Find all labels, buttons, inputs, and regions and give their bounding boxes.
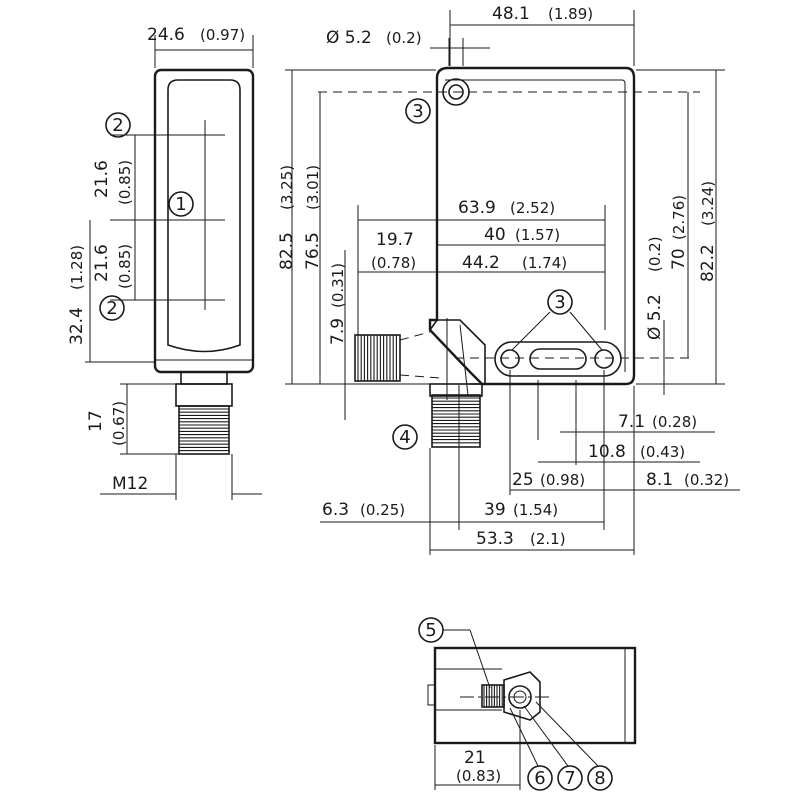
side-slot-dia-in: (0.2) <box>646 236 664 272</box>
side-top-width: 48.1 <box>492 4 530 24</box>
side-width-63-in: (2.52) <box>510 199 555 217</box>
front-connector-thread <box>178 405 230 455</box>
bottom-d-21-in: (0.83) <box>456 767 501 785</box>
side-d-108-in: (0.43) <box>640 443 685 461</box>
side-height-822: 82.2 <box>698 244 718 282</box>
front-housing <box>153 68 255 374</box>
callout-2-lower: 2 <box>99 295 125 321</box>
svg-text:3: 3 <box>412 101 423 122</box>
side-top-width-in: (1.89) <box>548 5 593 23</box>
front-spacing-lower-in: (0.85) <box>116 244 134 289</box>
front-spacing-lower: 21.6 <box>92 244 112 282</box>
callout-5: 5 <box>418 617 491 689</box>
callout-3-slot: 3 <box>511 289 603 351</box>
side-hole-dia-in: (0.2) <box>386 29 422 47</box>
side-width-44-in: (1.74) <box>522 254 567 272</box>
side-d-63: 6.3 <box>322 500 349 520</box>
svg-text:2: 2 <box>112 115 123 136</box>
side-d-39-in: (1.54) <box>513 501 558 519</box>
svg-text:8: 8 <box>594 768 605 789</box>
svg-text:6: 6 <box>534 768 545 789</box>
side-height-822-in: (3.24) <box>699 181 717 226</box>
svg-text:2: 2 <box>106 298 117 319</box>
side-height-70-in: (2.76) <box>670 195 688 240</box>
side-d-533: 53.3 <box>476 529 514 549</box>
side-d-81-in: (0.32) <box>684 471 729 489</box>
callout-4: 4 <box>392 424 418 450</box>
front-connector-length-in: (0.67) <box>110 401 128 446</box>
side-width-44: 44.2 <box>462 253 500 273</box>
side-d-533-in: (2.1) <box>530 530 566 548</box>
side-offset-79: 7.9 <box>328 318 348 345</box>
side-housing <box>428 66 636 386</box>
side-width-40-in: (1.57) <box>515 226 560 244</box>
front-center-to-base: 32.4 <box>67 307 87 345</box>
side-d-71: 7.1 <box>618 412 645 432</box>
callout-7: 7 <box>523 705 583 791</box>
front-thread-label: M12 <box>112 474 148 494</box>
callout-3-top: 3 <box>405 98 431 124</box>
side-height-hole: 76.5 <box>303 232 323 270</box>
side-width-63: 63.9 <box>458 198 496 218</box>
side-d-81: 8.1 <box>646 470 673 490</box>
side-height-total-in: (3.25) <box>278 165 296 210</box>
bottom-housing <box>433 646 637 745</box>
svg-text:1: 1 <box>175 194 186 215</box>
front-center-to-base-in: (1.28) <box>68 245 86 290</box>
side-slot-dia: Ø 5.2 <box>645 294 665 340</box>
front-lens-window <box>167 79 241 353</box>
side-d-25-in: (0.98) <box>540 471 585 489</box>
svg-text:3: 3 <box>554 292 565 313</box>
bottom-d-21: 21 <box>464 748 486 768</box>
svg-text:4: 4 <box>399 427 410 448</box>
side-d-25: 25 <box>512 470 534 490</box>
front-width-dim: 24.6 <box>147 25 185 45</box>
svg-text:5: 5 <box>425 620 436 641</box>
side-d-71-in: (0.28) <box>652 413 697 431</box>
svg-text:7: 7 <box>564 768 575 789</box>
front-spacing-upper: 21.6 <box>92 160 112 198</box>
side-height-total: 82.5 <box>277 232 297 270</box>
side-height-70: 70 <box>669 248 689 270</box>
bottom-view: 21 (0.83) 5 6 7 8 <box>418 617 637 791</box>
callout-6: 6 <box>509 707 553 791</box>
side-d-108: 10.8 <box>588 442 626 462</box>
side-view: 48.1 (1.89) Ø 5.2 (0.2) 82.5 (3.25) 76.5… <box>277 4 740 555</box>
side-d-39: 39 <box>484 500 506 520</box>
side-mount-slot <box>494 341 622 377</box>
side-width-19: 19.7 <box>376 230 414 250</box>
front-connector-length: 17 <box>86 410 106 432</box>
side-hole-dia: Ø 5.2 <box>326 28 372 48</box>
side-width-40: 40 <box>484 225 506 245</box>
side-width-19-in: (0.78) <box>371 254 416 272</box>
front-view: 24.6 (0.97) 21.6 (0.85) 21.6 (0.85) 32.4… <box>67 25 262 500</box>
side-height-hole-in: (3.01) <box>304 165 322 210</box>
front-connector-neck <box>180 371 228 385</box>
callout-1: 1 <box>168 191 194 217</box>
side-d-63-in: (0.25) <box>360 501 405 519</box>
callout-2-upper: 2 <box>105 112 131 138</box>
front-width-dim-in: (0.97) <box>200 26 245 44</box>
callout-8: 8 <box>535 701 613 791</box>
side-offset-79-in: (0.31) <box>329 263 347 308</box>
side-connector-bottom <box>431 394 481 448</box>
front-spacing-upper-in: (0.85) <box>116 160 134 205</box>
bottom-connector <box>481 684 505 708</box>
